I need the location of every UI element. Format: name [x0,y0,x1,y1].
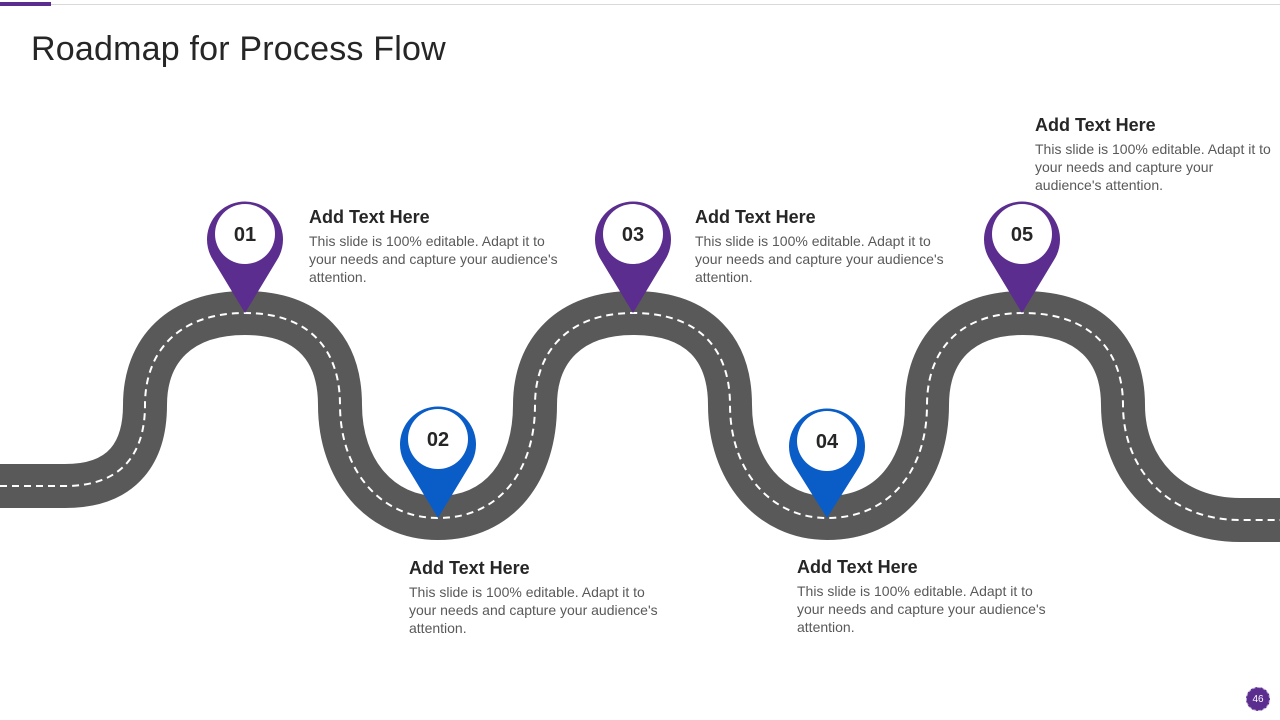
page-number-badge: 46 [1246,687,1270,711]
milestone-body: This slide is 100% editable. Adapt it to… [409,584,658,636]
pin-marker-05: 05 [984,201,1060,313]
top-accent-bar [0,2,51,6]
milestone-heading: Add Text Here [695,207,816,227]
milestone-text-01: Add Text Here This slide is 100% editabl… [309,207,559,286]
milestone-heading: Add Text Here [409,558,530,578]
road-lane-marking [0,311,1280,521]
pin-number: 05 [1011,224,1033,246]
top-rule [0,4,1280,5]
milestone-heading: Add Text Here [309,207,430,227]
milestone-body: This slide is 100% editable. Adapt it to… [695,233,944,285]
milestone-heading: Add Text Here [1035,115,1156,135]
milestone-body: This slide is 100% editable. Adapt it to… [1035,141,1271,193]
pin-number: 04 [816,431,839,453]
milestone-heading: Add Text Here [797,557,918,577]
milestone-body: This slide is 100% editable. Adapt it to… [309,233,558,285]
pin-marker-01: 01 [207,201,283,313]
milestone-text-04: Add Text Here This slide is 100% editabl… [797,557,1047,636]
slide-title: Roadmap for Process Flow [31,30,446,68]
pin-marker-02: 02 [399,406,476,518]
pin-marker-04: 04 [788,408,865,518]
road [0,290,1280,542]
pin-number: 01 [234,224,256,246]
milestone-text-05: Add Text Here This slide is 100% editabl… [1035,115,1275,194]
milestone-body: This slide is 100% editable. Adapt it to… [797,583,1046,635]
milestone-text-02: Add Text Here This slide is 100% editabl… [409,558,659,637]
pin-number: 02 [427,429,449,451]
pin-number: 03 [622,224,644,246]
milestone-text-03: Add Text Here This slide is 100% editabl… [695,207,945,286]
pin-marker-03: 03 [595,201,671,313]
